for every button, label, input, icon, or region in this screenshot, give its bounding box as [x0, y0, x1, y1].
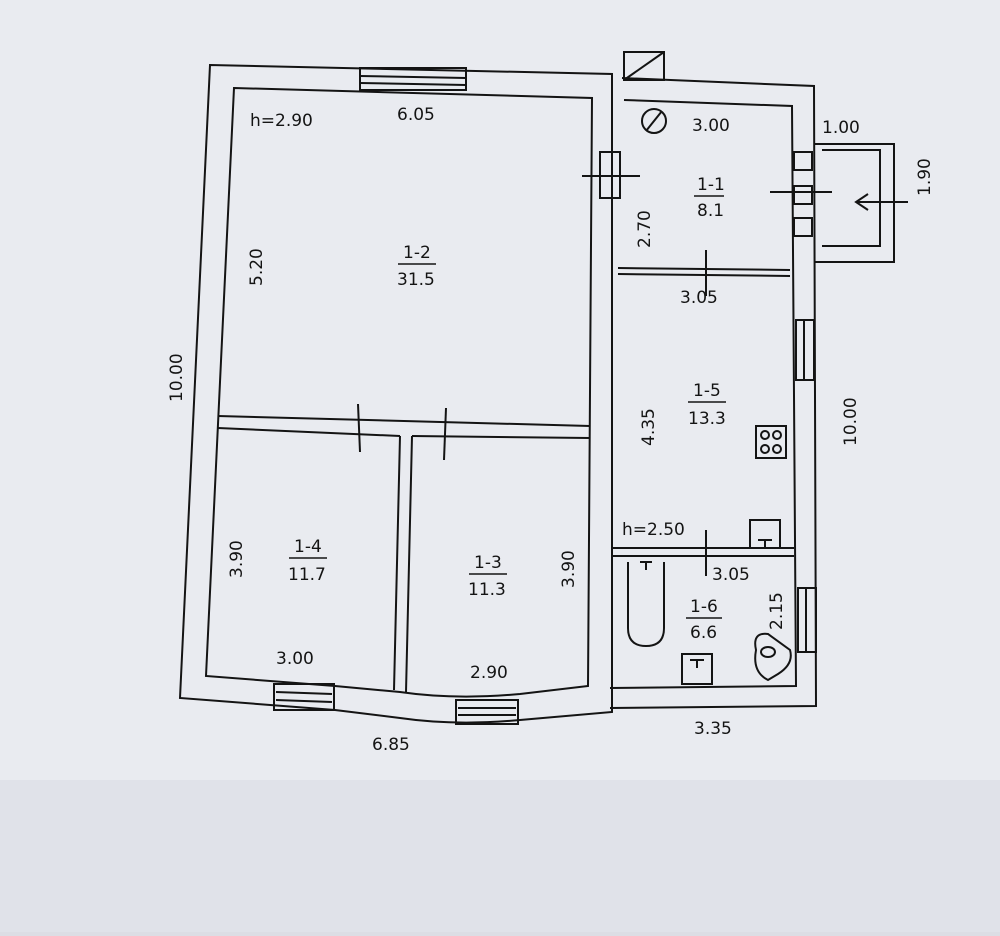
room-1-6-area: 6.6 [690, 623, 717, 643]
door-mark-1 [357, 403, 361, 453]
main-inner-wall [204, 86, 594, 698]
washbasin-tap [690, 659, 704, 668]
stove-burner-3 [760, 444, 770, 454]
room-1-4-depth: 3.90 [227, 540, 247, 578]
bottom-main-length: 6.85 [372, 735, 410, 755]
annex-opening [599, 151, 621, 199]
washbasin-icon [681, 653, 713, 685]
bottom-window-right [455, 699, 519, 725]
boiler-icon-slash [645, 110, 663, 132]
room-1-2-depth: 5.20 [247, 248, 267, 286]
room-1-3-area: 11.3 [468, 580, 506, 600]
room-1-5-width: 3.05 [680, 288, 718, 308]
bottom-annex-length: 3.35 [694, 719, 732, 739]
annex-inner-wall [609, 99, 798, 689]
top-window-glass [359, 75, 467, 79]
annex-partition-top [617, 267, 791, 277]
toilet-bowl [760, 646, 776, 658]
room-1-6-id: 1-6 [690, 597, 718, 617]
stove-burner-4 [772, 444, 782, 454]
paper-shadow [0, 780, 1000, 932]
room-1-1-depth: 2.70 [635, 210, 655, 248]
main-outer-wall [178, 63, 613, 724]
room-1-1-area: 8.1 [697, 201, 724, 221]
room-1-5-id: 1-5 [693, 381, 721, 401]
stove-burner-2 [772, 430, 782, 440]
bathtub-icon [627, 562, 665, 648]
room-1-4-width: 3.00 [276, 649, 314, 669]
bath-tap [640, 561, 652, 570]
right-overall-length: 10.00 [841, 397, 861, 446]
room-1-2-area: 31.5 [397, 270, 435, 290]
bottom-window-left-glass [275, 691, 333, 695]
room-1-4-area: 11.7 [288, 565, 326, 585]
toilet-icon [754, 632, 792, 682]
room-1-3-id: 1-3 [474, 553, 502, 573]
annex-window-3 [793, 217, 813, 237]
stove-icon [755, 425, 787, 459]
annex-window-1 [793, 151, 813, 171]
room-1-4-id: 1-4 [294, 537, 322, 557]
room-1-2-id: 1-2 [403, 243, 431, 263]
top-window [359, 67, 467, 91]
room-1-1-width: 3.00 [692, 116, 730, 136]
sink-kitchen-tap [758, 539, 772, 548]
porch-depth: 1.90 [915, 158, 935, 196]
bottom-window-left [273, 683, 335, 711]
porch-width: 1.00 [822, 118, 860, 138]
annex-height-label: h=2.50 [622, 520, 685, 540]
room-1-3-width: 2.90 [470, 663, 508, 683]
room-1-5-area: 13.3 [688, 409, 726, 429]
annex-window-2 [793, 185, 813, 205]
top-window-glass-2 [359, 82, 467, 86]
left-overall-length: 10.00 [167, 353, 187, 402]
partition-horizontal [217, 415, 591, 439]
room-1-5-depth: 4.35 [639, 408, 659, 446]
room-1-1-id: 1-1 [697, 175, 725, 195]
stove-burner-1 [760, 430, 770, 440]
annex-outer-wall [609, 77, 818, 709]
boiler-icon [641, 108, 667, 134]
room-1-6-depth: 2.15 [767, 592, 787, 630]
entrance-arrow [854, 193, 908, 211]
room-1-2-width: 6.05 [397, 105, 435, 125]
chimney [623, 51, 665, 81]
porch-inner [822, 149, 881, 247]
room-1-3-depth: 3.90 [559, 550, 579, 588]
door-mark-2 [443, 407, 447, 461]
room-1-6-width: 3.05 [712, 565, 750, 585]
main-height-label: h=2.90 [250, 111, 313, 131]
bottom-window-left-glass-2 [275, 699, 333, 703]
chimney-diagonal [623, 51, 665, 81]
partition-vertical [393, 435, 413, 693]
